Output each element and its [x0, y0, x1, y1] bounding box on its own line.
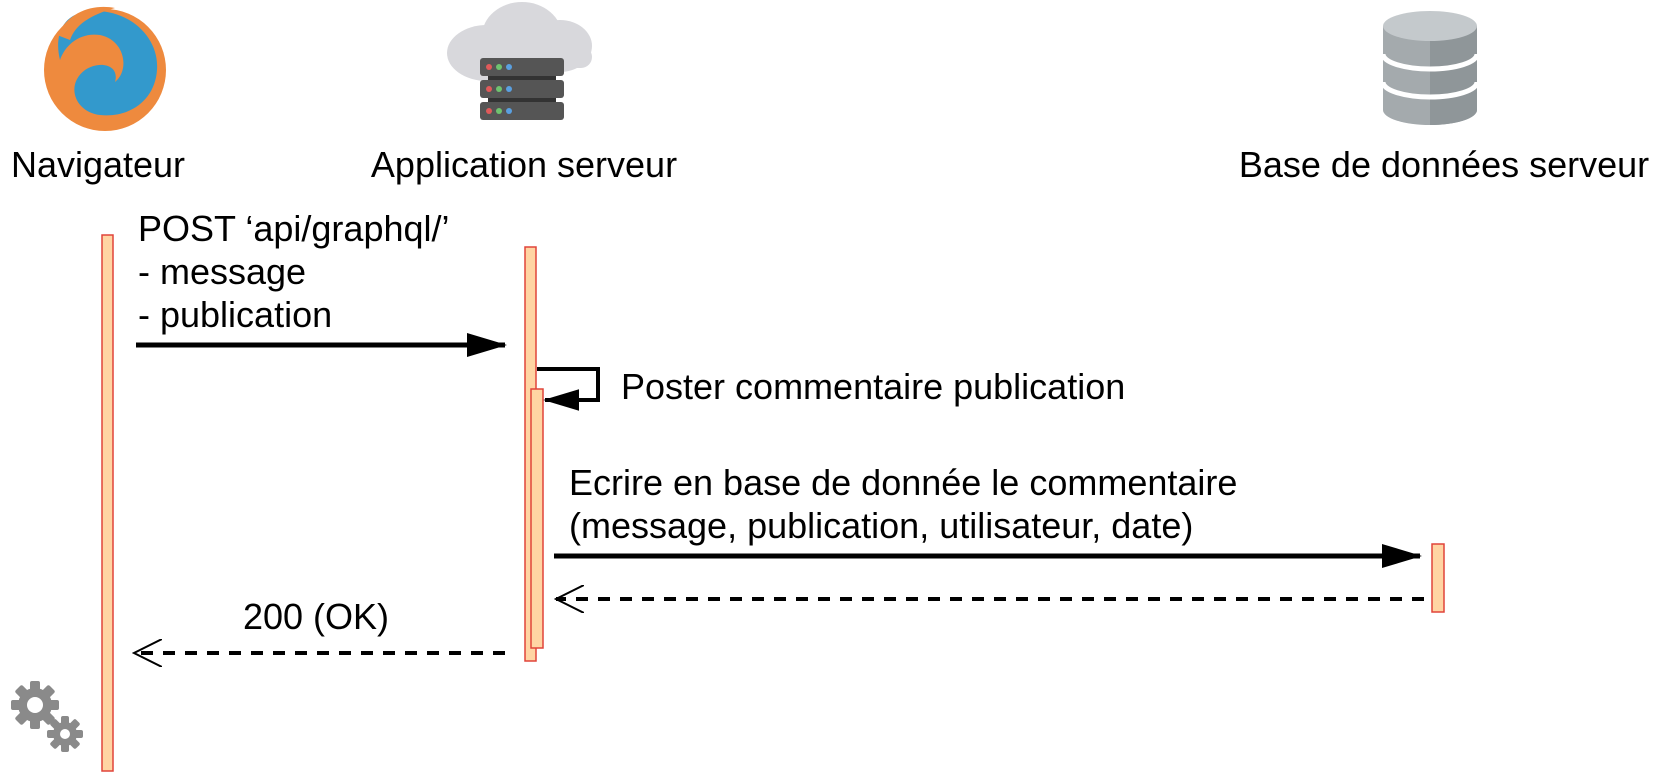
message-label-post-param-publication: - publication	[138, 294, 332, 335]
message-label-db-write-line2: (message, publication, utilisateur, date…	[569, 505, 1193, 546]
database-icon	[1380, 11, 1480, 125]
activation-bar-browser	[101, 234, 114, 772]
participant-label-server: Application serveur	[371, 144, 677, 185]
firefox-icon	[44, 6, 166, 131]
message-label-post-param-message: - message	[138, 251, 306, 292]
cloud-server-icon	[447, 2, 592, 120]
message-label-db-write-line1: Ecrire en base de donnée le commentaire	[569, 462, 1237, 503]
message-label-self-call: Poster commentaire publication	[621, 366, 1125, 407]
participant-label-browser: Navigateur	[11, 144, 185, 185]
message-label-http-response: 200 (OK)	[243, 596, 389, 637]
message-label-post: POST ‘api/graphql/’	[138, 208, 450, 249]
activation-bar-database	[1431, 543, 1445, 613]
participant-label-database: Base de données serveur	[1239, 144, 1649, 185]
message-arrow-self-call	[537, 367, 600, 411]
activation-bar-server-nested	[530, 388, 544, 649]
gears-icon	[11, 681, 83, 752]
